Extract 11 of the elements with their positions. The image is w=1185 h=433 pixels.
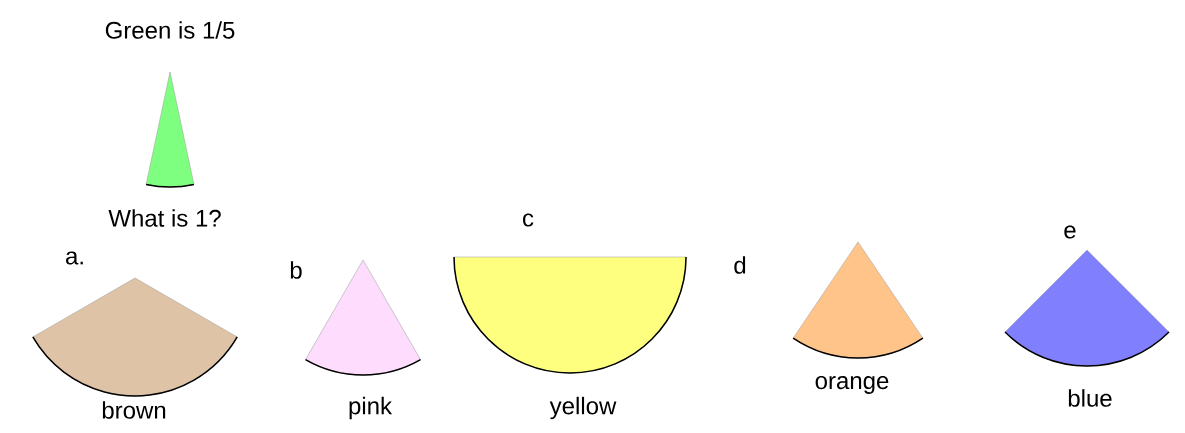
label: Green is 1/5: [105, 21, 235, 39]
node-label: yellow: [549, 396, 617, 420]
node-label: pink: [349, 396, 393, 420]
node-label: brown: [102, 401, 166, 419]
node-label: orange: [815, 376, 889, 394]
label: d: [734, 256, 746, 274]
sector-shape: [145, 71, 195, 188]
node-label: blue: [1068, 389, 1112, 407]
label: c: [523, 213, 534, 227]
label: b: [290, 261, 302, 279]
label: What is 1?: [108, 209, 221, 227]
